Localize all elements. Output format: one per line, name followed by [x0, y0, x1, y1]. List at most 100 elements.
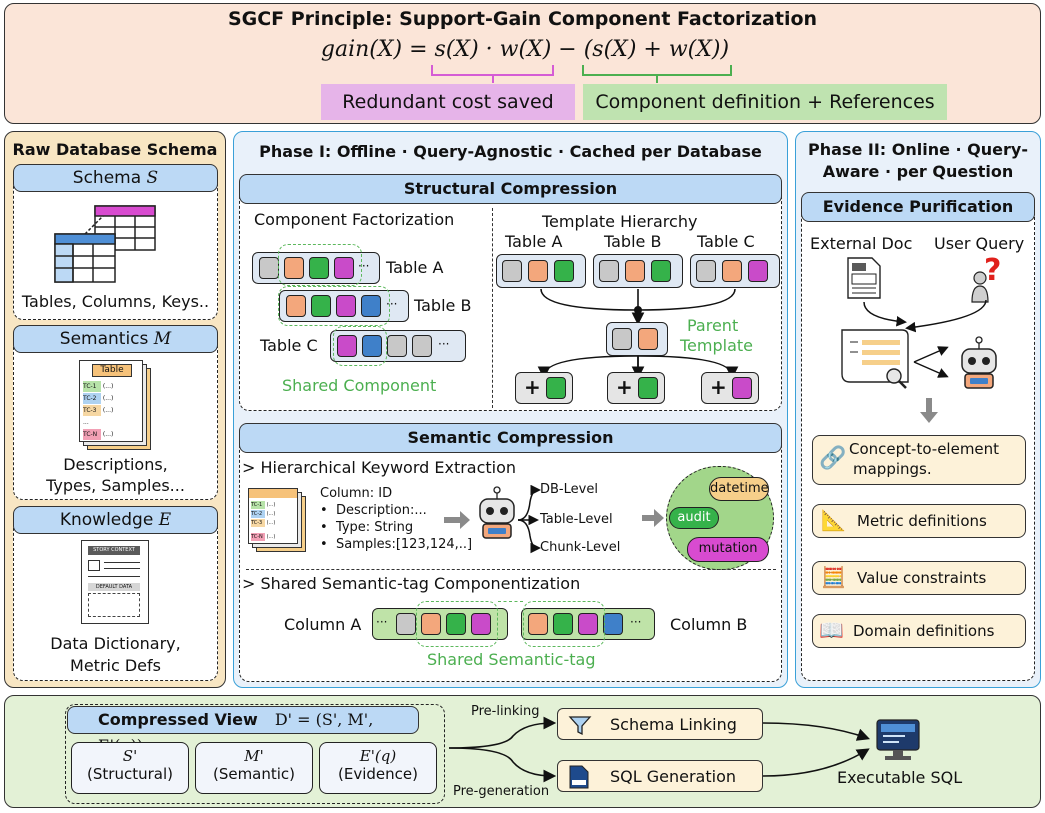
- tc-label-5: TC-N: [83, 429, 101, 440]
- component-chip: [578, 613, 598, 635]
- pre-generation-label: Pre-generation: [453, 784, 550, 799]
- concept-label-2: mappings.: [853, 460, 932, 478]
- phase1-panel: Phase I: Offline · Query-Agnostic · Cach…: [233, 131, 788, 688]
- hierarchy-title: Template Hierarchy: [542, 212, 698, 231]
- external-doc-icon: [847, 257, 881, 299]
- book-icon: 📖: [819, 618, 844, 642]
- structural-header-text: Structural Compression: [403, 179, 618, 198]
- ruler-icon: 📐: [821, 508, 846, 532]
- pre-linking-label: Pre-linking: [471, 704, 540, 719]
- story-context-banner: STORY CONTEXT: [88, 546, 140, 555]
- knowledge-caption-2: Metric Defs: [70, 656, 161, 675]
- plus-sign: +: [616, 375, 633, 399]
- tc-value-2: (...): [102, 395, 114, 402]
- component-chip: [603, 613, 623, 635]
- tc-value-1: (...): [266, 502, 276, 508]
- tag-datetime-text: datetime: [710, 481, 769, 496]
- sql-generation-text: SQL Generation: [610, 767, 737, 786]
- chunk-level-label: Chunk-Level: [540, 540, 621, 555]
- user-query-icon: ?: [971, 254, 1001, 303]
- phase2-title-1: Phase II: Online · Query-: [808, 140, 1028, 159]
- component-chip: [284, 257, 304, 279]
- document-icon: STORY CONTEXT DEFAULT DATA: [81, 540, 149, 624]
- evidence-item-concept: 🔗 Concept-to-element mappings.: [812, 435, 1026, 485]
- component-definition-label: Component definition + References: [583, 84, 947, 120]
- table-sheet: TC-1 (...) TC-2 (...) TC-3 (...) TC-N (.…: [248, 488, 298, 544]
- evidence-header-text: Evidence Purification: [822, 197, 1014, 216]
- tc-row-2: TC-2 (...): [83, 393, 139, 404]
- formula-brackets: [431, 65, 732, 83]
- phase2-title-2: Aware · per Question: [822, 162, 1014, 181]
- phase1-title: Phase I: Offline · Query-Agnostic · Cach…: [259, 142, 762, 161]
- semantics-caption-2: Types, Samples...: [46, 476, 185, 495]
- factorization-title: Component Factorization: [254, 210, 455, 229]
- value-label: Value constraints: [857, 569, 987, 587]
- doc-line: [88, 576, 140, 577]
- shared-tag-outline: [523, 601, 605, 647]
- tc-label-3: TC-3: [83, 405, 101, 416]
- hierarchy-table-a: Table A: [505, 232, 563, 251]
- svg-text:?: ?: [984, 254, 1001, 288]
- component-chip: [732, 377, 752, 399]
- calculator-icon: 🧮: [821, 565, 846, 589]
- schema-linking-text: Schema Linking: [610, 715, 737, 734]
- robot-icon: [479, 486, 515, 539]
- sql-file-icon: [569, 765, 589, 789]
- external-doc-label: External Doc: [810, 234, 913, 253]
- evidence-item-value: 🧮 Value constraints: [812, 561, 1026, 595]
- knowledge-caption-1: Data Dictionary,: [50, 634, 181, 653]
- semantic-divider: [246, 569, 776, 570]
- component-chip: [412, 335, 432, 357]
- evidence-flow-arrows: [863, 299, 987, 423]
- evidence-item-metric: 📐 Metric definitions: [812, 504, 1026, 538]
- shared-component-outline: [278, 286, 390, 326]
- tc-row-1: TC-1 (...): [251, 501, 295, 509]
- component-definition-text: Component definition + References: [595, 91, 935, 113]
- child-template-a: +: [515, 372, 573, 404]
- description-value: Description:...: [335, 503, 427, 518]
- tc-label-1: TC-1: [83, 381, 101, 392]
- component-chip: [396, 613, 416, 635]
- semantics-header-label: Semantics: [59, 329, 149, 349]
- shared-component-outline: [278, 244, 362, 286]
- hierarchy-table-c: Table C: [697, 232, 755, 251]
- type-value: Type: String: [335, 520, 414, 535]
- tc-label-2: TC-2: [251, 510, 265, 518]
- structural-view-box: S' (Structural): [71, 742, 189, 794]
- semantics-header: Semantics M: [13, 325, 218, 353]
- tc-value-5: (...): [102, 431, 114, 438]
- table-b-ellipsis: ···: [386, 297, 398, 311]
- structural-divider: [492, 208, 493, 408]
- evidence-label: (Evidence): [338, 765, 418, 783]
- plus-sign: +: [524, 375, 541, 399]
- shared-tag-link: [498, 601, 523, 602]
- scroll-document-icon: [841, 329, 909, 389]
- semantic-label: (Semantic): [212, 765, 296, 783]
- table-sheet-header: [249, 489, 297, 498]
- component-chip: [638, 377, 658, 399]
- column-b-ellipsis: ···: [630, 615, 642, 629]
- component-chip: [311, 295, 331, 317]
- table-a-ellipsis: ···: [358, 259, 370, 273]
- column-table-icon: TC-1 (...) TC-2 (...) TC-3 (...) TC-N (.…: [248, 488, 306, 552]
- principle-title: SGCF Principle: Support-Gain Component F…: [227, 8, 818, 30]
- compressed-view-title: Compressed View: [98, 710, 258, 729]
- component-chip: [361, 295, 381, 317]
- column-b-label: Column B: [670, 615, 748, 634]
- component-chip: [638, 328, 658, 350]
- parent-template-label-2: Template: [680, 336, 754, 355]
- link-icon: 🔗: [819, 446, 847, 471]
- tables-icon: [54, 205, 156, 283]
- pipeline-arrows: [448, 716, 871, 783]
- e-prime: E'(q): [359, 747, 397, 765]
- tc-row-3: TC-3 (...): [251, 519, 295, 527]
- robot-icon: [961, 336, 997, 389]
- raw-schema-title: Raw Database Schema: [12, 140, 218, 159]
- doc-data-grid: [88, 593, 140, 617]
- component-chip: [309, 257, 329, 279]
- shared-component-label: Shared Component: [282, 376, 437, 395]
- pipeline-panel: Compressed View D' = (S', M', E'(q)) S' …: [4, 695, 1041, 808]
- tc-row-5: TC-N (...): [83, 429, 139, 440]
- concept-label-1: Concept-to-element: [849, 440, 1000, 458]
- semantic-header-text: Semantic Compression: [407, 428, 614, 447]
